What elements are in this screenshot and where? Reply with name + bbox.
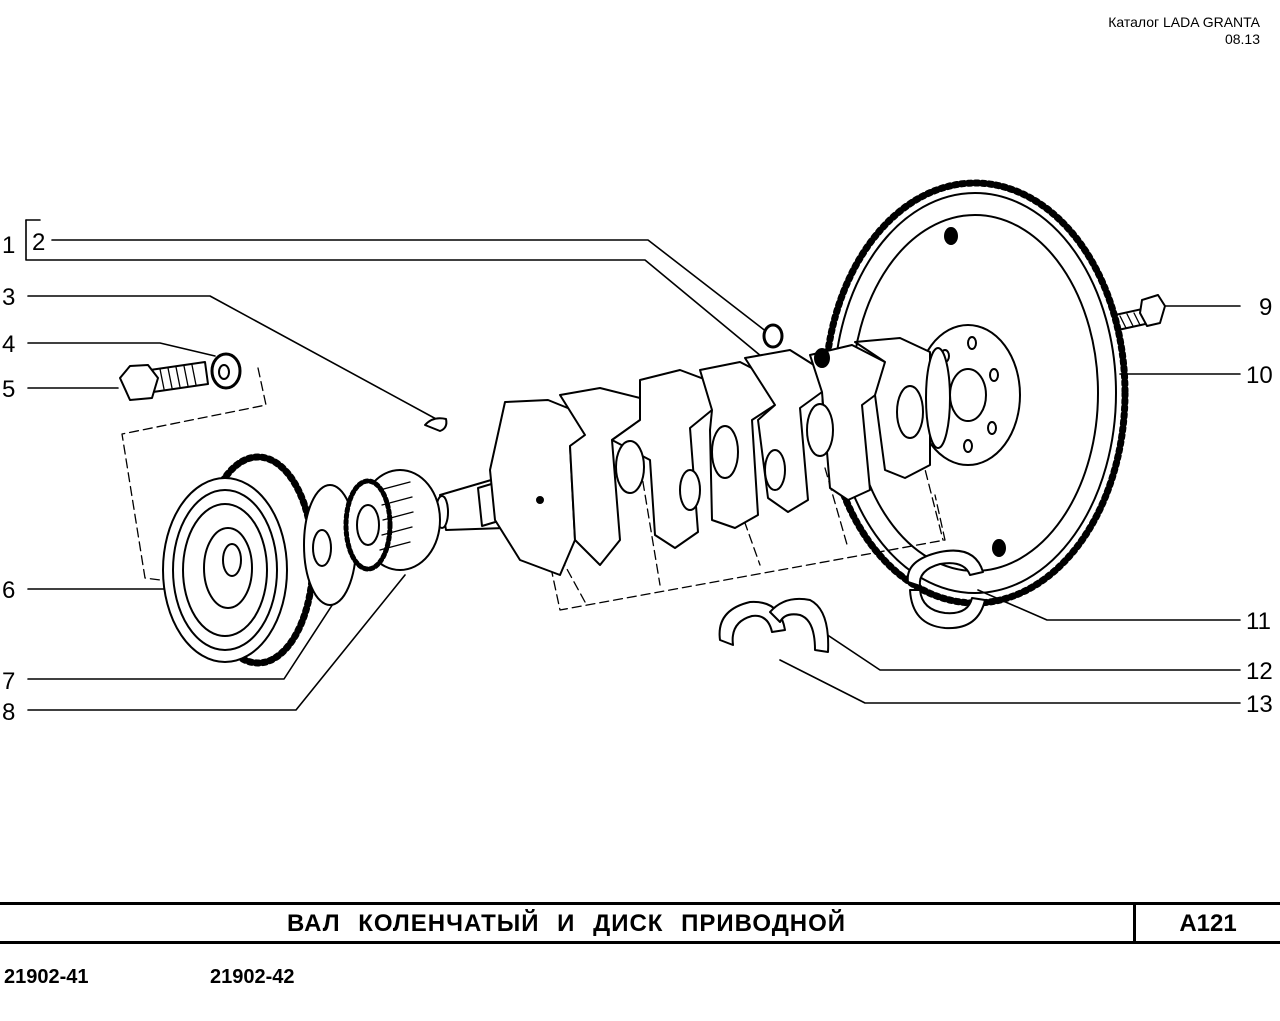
- model-code-1: 21902-41: [4, 966, 89, 988]
- catalog-header: Каталог LADA GRANTA 08.13: [1108, 14, 1260, 48]
- callout-1: 1: [2, 232, 15, 259]
- crankshaft: [435, 337, 951, 576]
- callout-13: 13: [1246, 691, 1273, 718]
- catalog-date: 08.13: [1224, 31, 1260, 47]
- sensor-disc: [303, 484, 357, 606]
- flywheel-bolt-icon: [1114, 294, 1166, 331]
- callout-numbers: 1 2 3 4 5 6 7 8 9 10 11 12 13: [2, 229, 1273, 726]
- timing-sprocket: [343, 469, 441, 572]
- callout-3: 3: [2, 284, 15, 311]
- callout-9: 9: [1259, 294, 1272, 321]
- plug-icon: [762, 323, 784, 349]
- callout-11: 11: [1246, 608, 1271, 635]
- callout-2: 2: [32, 229, 45, 256]
- callout-6: 6: [2, 577, 15, 604]
- thrust-half-rings: [718, 597, 830, 653]
- washer-icon: [210, 352, 242, 390]
- model-code-2: 21902-42: [210, 966, 295, 988]
- catalog-name: Каталог LADA GRANTA: [1108, 14, 1260, 30]
- damper-pulley: [162, 453, 317, 667]
- crankshaft-exploded-diagram: 1 2 3 4 5 6 7 8 9 10 11 12 13: [2, 179, 1273, 726]
- woodruff-key-icon: [424, 417, 448, 432]
- callout-5: 5: [2, 376, 15, 403]
- callout-12: 12: [1246, 658, 1273, 685]
- callout-4: 4: [2, 331, 15, 358]
- callout-10: 10: [1246, 362, 1273, 389]
- leader-lines: [25, 219, 1241, 711]
- pulley-bolt-icon: [119, 361, 209, 401]
- page-title: ВАЛ КОЛЕНЧАТЫЙ И ДИСК ПРИВОДНОЙ: [286, 910, 847, 937]
- title-divider: [1133, 905, 1136, 941]
- page-code: A121: [1179, 910, 1237, 937]
- main-bearing-shells: [906, 549, 986, 630]
- callout-8: 8: [2, 699, 15, 726]
- callout-7: 7: [2, 668, 15, 695]
- title-bar: ВАЛ КОЛЕНЧАТЫЙ И ДИСК ПРИВОДНОЙ A121: [0, 902, 1280, 944]
